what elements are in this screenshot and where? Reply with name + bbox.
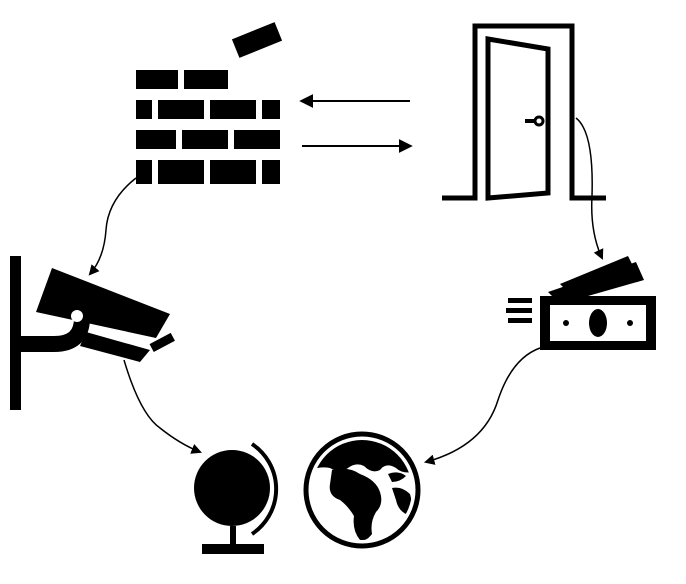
arrow-money-to-earth bbox=[423, 347, 541, 465]
security-camera-icon bbox=[10, 256, 175, 410]
earth-icon bbox=[303, 431, 421, 549]
open-door-icon bbox=[442, 23, 606, 201]
desk-globe-icon bbox=[194, 442, 279, 554]
arrow-camera-to-globe bbox=[123, 359, 202, 454]
arrow-door-to-money bbox=[575, 117, 604, 260]
arrow-wall-to-camera bbox=[88, 177, 137, 276]
money-icon bbox=[506, 256, 656, 350]
brick-wall-icon bbox=[136, 22, 283, 184]
